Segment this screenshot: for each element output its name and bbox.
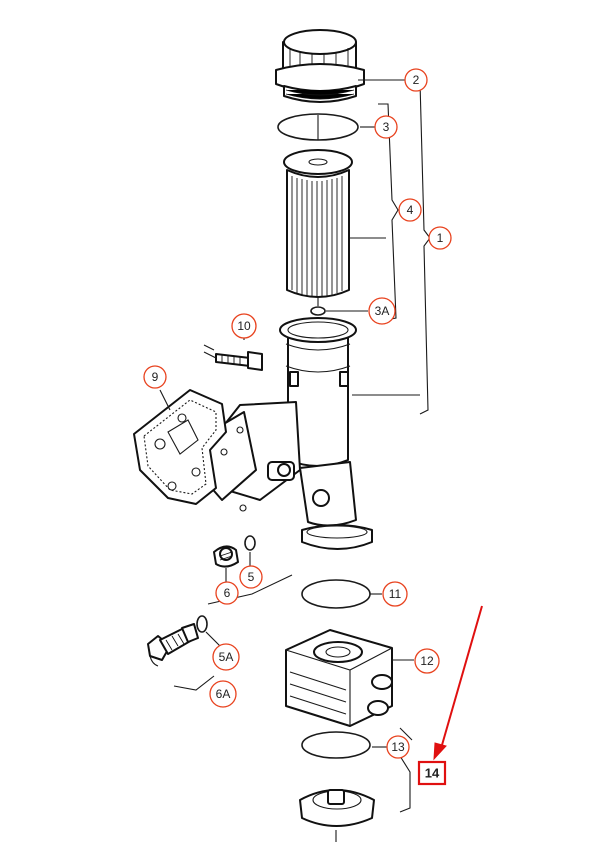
highlight-arrow	[433, 605, 483, 761]
o-ring-13	[301, 731, 371, 759]
callout-5-label: 5	[248, 570, 255, 584]
filter-cap	[275, 29, 365, 103]
callout-6: 6	[215, 581, 239, 605]
callout-5a-label: 5A	[219, 650, 234, 664]
callout-9-label: 9	[152, 370, 159, 384]
callout-12-label: 12	[420, 654, 434, 668]
cooler-cover	[299, 789, 375, 842]
callout-9: 9	[143, 365, 167, 389]
callout-5a: 5A	[212, 643, 240, 671]
callout-11: 11	[382, 581, 408, 607]
callout-6a-label: 6A	[216, 687, 231, 701]
callout-3a-label: 3A	[375, 304, 390, 318]
oil-pressure-switch	[147, 623, 199, 667]
callout-12: 12	[414, 648, 440, 674]
callout-13-label: 13	[391, 740, 405, 754]
bolt	[203, 351, 263, 371]
gasket	[133, 389, 227, 505]
callout-10: 10	[231, 313, 257, 339]
callout-14-label: 14	[425, 766, 440, 781]
callout-13: 13	[386, 735, 410, 759]
callout-1: 1	[428, 226, 452, 250]
o-ring-3	[277, 113, 359, 141]
callout-1-label: 1	[437, 231, 444, 245]
filter-element	[283, 149, 353, 306]
callout-4-label: 4	[407, 203, 414, 217]
callout-6a: 6A	[209, 680, 237, 708]
seal-ring-5a	[196, 615, 208, 633]
callout-5: 5	[239, 565, 263, 589]
callout-4: 4	[398, 198, 422, 222]
callout-2-label: 2	[413, 73, 420, 87]
callout-6-label: 6	[224, 586, 231, 600]
o-ring-11	[301, 579, 371, 609]
callout-3a: 3A	[368, 297, 396, 325]
plug	[213, 545, 239, 568]
callout-3-label: 3	[383, 120, 390, 134]
seal-3a	[310, 306, 326, 316]
callout-10-label: 10	[237, 319, 251, 333]
oil-cooler	[285, 629, 393, 727]
callout-3: 3	[374, 115, 398, 139]
callout-11-label: 11	[389, 587, 402, 601]
callout-2: 2	[404, 68, 428, 92]
seal-ring-5	[244, 535, 256, 551]
callout-14-highlight: 14	[417, 760, 447, 786]
